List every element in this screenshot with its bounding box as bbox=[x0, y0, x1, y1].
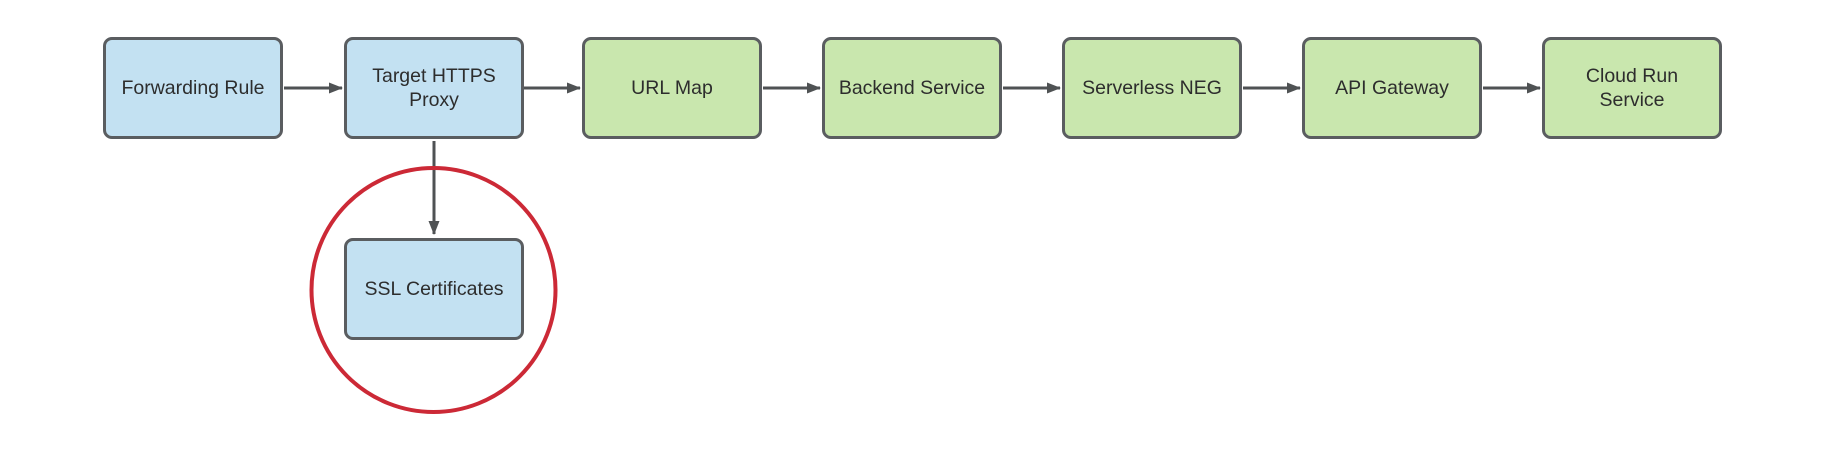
node-label: Backend Service bbox=[838, 76, 986, 99]
node-url-map: URL Map bbox=[582, 37, 762, 139]
node-serverless-neg: Serverless NEG bbox=[1062, 37, 1242, 139]
node-label: Target HTTPS Proxy bbox=[372, 64, 496, 111]
node-api-gateway: API Gateway bbox=[1302, 37, 1482, 139]
node-label: URL Map bbox=[631, 76, 713, 99]
node-label: Forwarding Rule bbox=[121, 76, 265, 99]
node-label: Serverless NEG bbox=[1082, 76, 1222, 99]
node-label: Cloud Run Service bbox=[1585, 64, 1679, 111]
node-label: API Gateway bbox=[1335, 76, 1449, 99]
node-label: SSL Certificates bbox=[364, 277, 504, 300]
node-backend-service: Backend Service bbox=[822, 37, 1002, 139]
node-forwarding-rule: Forwarding Rule bbox=[103, 37, 283, 139]
node-ssl-certificates: SSL Certificates bbox=[344, 238, 524, 340]
node-cloud-run-service: Cloud Run Service bbox=[1542, 37, 1722, 139]
node-target-https-proxy: Target HTTPS Proxy bbox=[344, 37, 524, 139]
